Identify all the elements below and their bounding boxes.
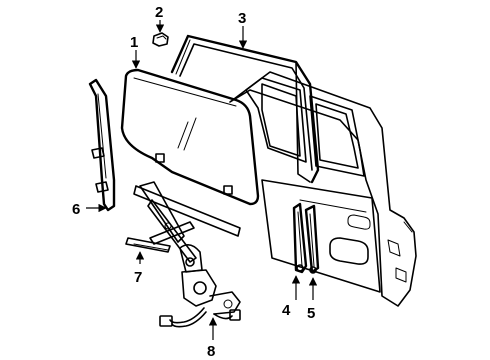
rear-run-channels (292, 202, 320, 274)
callout-1: 1 (130, 34, 138, 51)
callout-7: 7 (134, 269, 142, 286)
callout-5: 5 (307, 305, 315, 322)
door-shell (229, 71, 417, 307)
leader-lines (86, 20, 318, 340)
callout-3: 3 (238, 10, 246, 27)
regulator-motor (159, 269, 241, 328)
callout-6: 6 (72, 201, 80, 218)
window-run-channel (170, 34, 320, 184)
lower-sash-channel (125, 237, 171, 253)
glass-clip (152, 32, 169, 47)
window-regulator (133, 181, 241, 273)
callout-8: 8 (207, 343, 215, 360)
door-glass (120, 68, 260, 206)
callouts: 1 2 3 4 5 6 7 8 (72, 4, 315, 360)
callout-2: 2 (155, 4, 163, 21)
callout-4: 4 (282, 302, 291, 319)
front-run-channel (88, 78, 116, 212)
